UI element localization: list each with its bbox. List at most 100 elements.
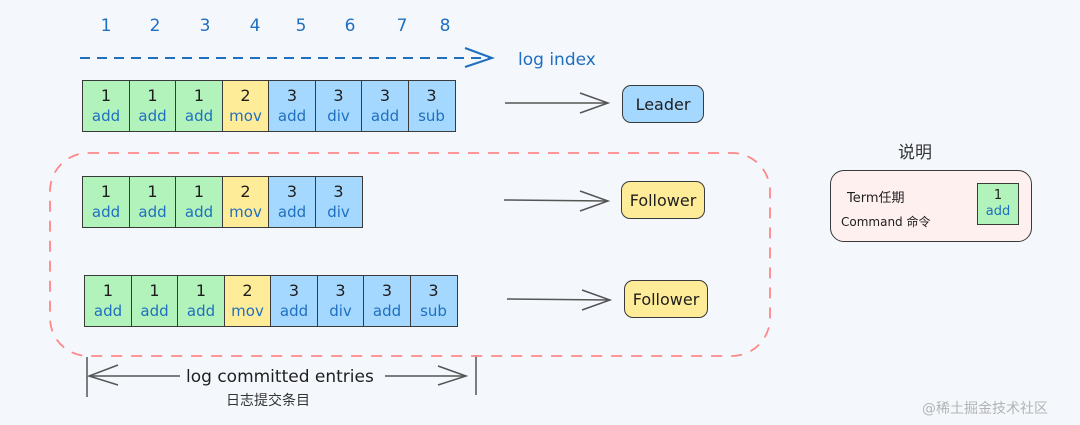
legend-box: Term任期 Command 命令 1 add <box>830 170 1032 242</box>
log-entry-term: 1 <box>149 281 160 300</box>
log-entry-term: 1 <box>100 86 112 105</box>
log-entry-term: 2 <box>240 86 251 105</box>
log-entry-command: add <box>140 302 169 320</box>
log-entry: 3 sub <box>407 80 456 132</box>
log-entry-command: add <box>91 203 121 221</box>
log-entry: 1 add <box>82 176 130 228</box>
log-entry: 1 add <box>175 176 223 228</box>
log-index-7: 7 <box>396 16 408 36</box>
log-entry-command: sub <box>418 107 445 125</box>
log-index-8: 8 <box>439 16 451 36</box>
log-entry-term: 1 <box>193 86 205 105</box>
log-entry-command: add <box>370 107 400 125</box>
replicated-region-outline <box>49 152 771 357</box>
log-entry-term: 3 <box>333 86 344 105</box>
log-entry-term: 3 <box>288 281 300 300</box>
log-index-6: 6 <box>344 16 356 36</box>
log-entry-term: 3 <box>286 182 298 201</box>
follower1-node-label: Follower <box>629 190 697 210</box>
log-entry: 2 mov <box>221 176 270 228</box>
log-entry-term: 2 <box>240 182 251 201</box>
legend-sample-entry: 1 add <box>977 183 1019 225</box>
log-entry-term: 1 <box>193 182 205 201</box>
log-entry: 3 div <box>314 176 363 228</box>
log-entry: 1 add <box>177 275 225 327</box>
log-entry-command: div <box>327 107 350 125</box>
watermark: @稀土掘金技术社区 <box>922 401 1048 417</box>
follower2-arrowhead <box>581 289 613 311</box>
log-entry-term: 3 <box>381 281 393 300</box>
log-entry: 1 add <box>84 275 132 327</box>
follower1-arrow-line <box>503 199 609 202</box>
log-entry: 3 add <box>268 176 316 228</box>
log-index-1: 1 <box>100 16 112 36</box>
log-entry-term: 3 <box>333 182 344 201</box>
log-index-5: 5 <box>295 16 307 36</box>
log-entry-command: mov <box>229 107 262 125</box>
log-entry-command: add <box>372 302 402 320</box>
log-entry-command: add <box>277 107 307 125</box>
log-entry-term: 3 <box>286 86 298 105</box>
log-entry: 3 add <box>268 80 316 132</box>
log-entry-term: 1 <box>147 86 158 105</box>
log-entry: 3 add <box>361 80 409 132</box>
committed-right-arrowhead <box>437 365 469 386</box>
log-entry-command: mov <box>229 203 262 221</box>
log-entry-term: 1 <box>100 182 112 201</box>
log-entry-command: add <box>184 203 214 221</box>
log-entry-term: 3 <box>426 86 437 105</box>
log-index-2: 2 <box>149 16 161 36</box>
log-entry-command: sub <box>420 302 447 320</box>
log-entry: 3 add <box>270 275 318 327</box>
log-entry-command: add <box>277 203 307 221</box>
log-entry: 3 div <box>314 80 363 132</box>
log-entry: 1 add <box>128 80 177 132</box>
log-entry-term: 1 <box>102 281 114 300</box>
committed-entries-sublabel: 日志提交条目 <box>226 393 310 409</box>
log-entry: 3 div <box>316 275 365 327</box>
leader-node: Leader <box>622 85 704 123</box>
log-entry: 3 add <box>363 275 411 327</box>
committed-entries-label: log committed entries <box>183 367 377 387</box>
log-entry-command: add <box>184 107 214 125</box>
legend-sample-cmd: add <box>985 204 1011 219</box>
follower2-log-row: 1 add 1 add 1 add 2 mov 3 add 3 div 3 add 3 sub <box>84 275 458 327</box>
follower1-node: Follower <box>621 181 705 219</box>
log-entry-term: 1 <box>195 281 207 300</box>
committed-left-arrowhead <box>86 364 119 386</box>
leader-node-label: Leader <box>635 94 691 114</box>
log-entry: 1 add <box>175 80 223 132</box>
follower2-arrow-line <box>506 298 611 301</box>
log-entry-term: 3 <box>379 86 391 105</box>
log-entry-command: div <box>329 302 352 320</box>
log-entry-term: 2 <box>242 281 253 300</box>
log-entry-command: add <box>138 107 167 125</box>
log-entry: 2 mov <box>221 80 270 132</box>
log-index-label: log index <box>518 50 596 70</box>
log-entry-command: div <box>327 203 350 221</box>
log-entry-command: add <box>279 302 309 320</box>
log-entry-term: 3 <box>428 281 439 300</box>
log-index-4: 4 <box>249 16 261 36</box>
log-entry-command: add <box>138 203 167 221</box>
leader-arrowhead <box>579 92 611 114</box>
log-index-3: 3 <box>199 16 211 36</box>
follower2-node-label: Follower <box>632 289 700 309</box>
follower2-node: Follower <box>624 280 708 318</box>
follower1-arrowhead <box>579 190 611 212</box>
legend-command-label: Command 命令 <box>841 215 931 229</box>
log-index-axis-arrowhead <box>464 47 496 68</box>
legend-term-label: Term任期 <box>847 191 905 206</box>
log-entry-command: add <box>91 107 121 125</box>
log-entry: 1 add <box>82 80 130 132</box>
log-entry-command: mov <box>231 302 264 320</box>
log-entry-term: 3 <box>335 281 346 300</box>
log-entry-command: add <box>186 302 216 320</box>
legend-sample-term: 1 <box>993 188 1003 203</box>
log-entry-command: add <box>93 302 123 320</box>
legend-title: 说明 <box>898 143 932 163</box>
log-entry: 2 mov <box>223 275 272 327</box>
leader-log-row: 1 add 1 add 1 add 2 mov 3 add 3 div 3 add 3 sub <box>82 80 456 132</box>
